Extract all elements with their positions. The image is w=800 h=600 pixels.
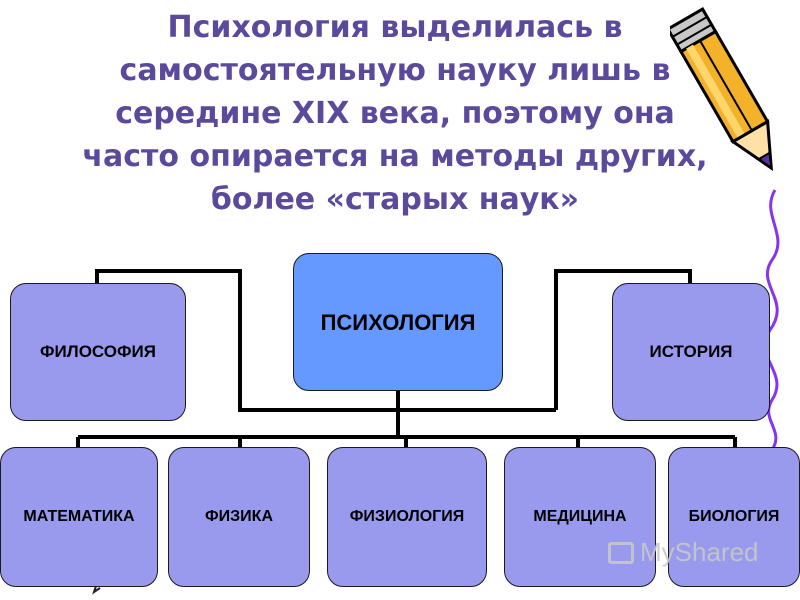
node-label: ФИЛОСОФИЯ [40,342,156,361]
title-line: Психология выделилась в [167,10,623,45]
node-medicine: МЕДИЦИНА [504,447,656,587]
node-label: МАТЕМАТИКА [23,508,135,525]
node-label: БИОЛОГИЯ [688,508,780,525]
watermark: MyShared [608,537,759,568]
node-label: МЕДИЦИНА [533,508,627,525]
node-physiology: ФИЗИОЛОГИЯ [327,447,487,587]
title-line: самостоятельную науку лишь в [119,53,671,88]
title-line: часто опирается на методы других, [82,139,708,174]
node-label: ПСИХОЛОГИЯ [320,310,476,335]
node-philosophy: ФИЛОСОФИЯ [10,283,186,421]
node-label: ФИЗИОЛОГИЯ [349,508,465,525]
node-physics: ФИЗИКА [168,447,310,587]
watermark-text: MyShared [640,537,759,567]
title-line: более «старых наук» [210,182,580,217]
title-line: середине XIX века, поэтому она [115,96,675,131]
node-biology: БИОЛОГИЯ [668,447,800,587]
node-mathematics: МАТЕМАТИКА [0,447,158,587]
node-history: ИСТОРИЯ [612,283,770,421]
node-label: ИСТОРИЯ [649,342,733,361]
presentation-icon [608,541,634,564]
slide-title: Психология выделилась в самостоятельную … [0,6,790,221]
pencil-icon [670,7,774,172]
node-psychology: ПСИХОЛОГИЯ [293,253,503,391]
node-label: ФИЗИКА [205,508,273,525]
